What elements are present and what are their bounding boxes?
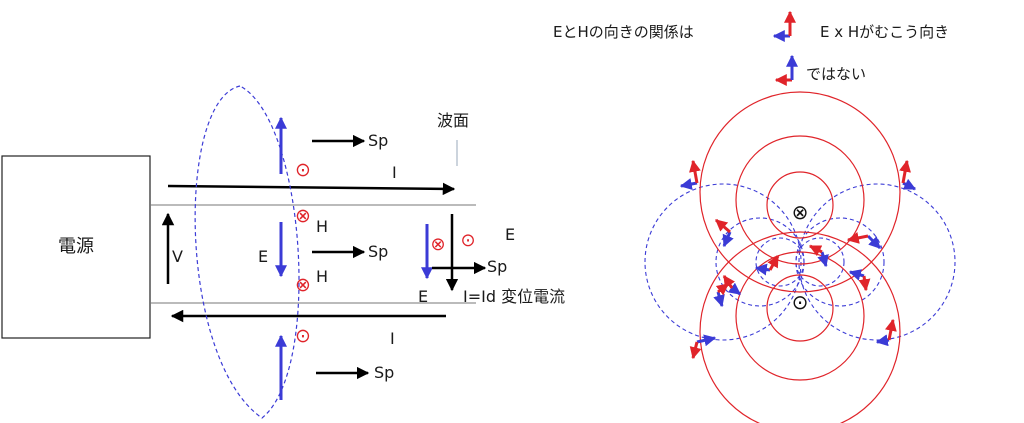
h-dot-lower: ⊙ <box>295 325 311 347</box>
wire-in-symbol: ⊗ <box>792 200 809 224</box>
magnetic-field-loop <box>194 85 300 419</box>
poynting-label-3: Sp <box>374 363 394 382</box>
field-pattern-diagram: ⊗ ⊙ <box>644 91 956 423</box>
poynting-label-2: Sp <box>368 242 388 261</box>
poynting-label-1: Sp <box>368 131 388 150</box>
e-label-middle: E <box>258 247 268 266</box>
h-field-lines <box>699 91 901 423</box>
transmission-line-diagram: 電源 V I I E ⊙ ⊗ H ⊗ H ⊙ Sp Sp Sp 波面 <box>1 85 565 419</box>
top-current-label: I <box>392 163 397 182</box>
front-h-dot: ⊙ <box>460 230 475 251</box>
legend-relation-text: EとHの向きの関係は <box>553 23 694 41</box>
front-e-label-bottom: E <box>418 287 428 306</box>
h-label-2: H <box>316 267 328 286</box>
front-poynting-label: Sp <box>487 257 507 276</box>
legend-ok-text: E x Hがむこう向き <box>820 23 949 41</box>
wire-out-symbol: ⊙ <box>792 290 809 314</box>
voltage-label: V <box>172 247 183 266</box>
bottom-current-label: I <box>390 329 395 348</box>
front-e-label-top: E <box>505 225 515 244</box>
power-source-label: 電源 <box>58 236 94 257</box>
h-cross-2: ⊗ <box>295 274 311 296</box>
h-label-1: H <box>316 217 328 236</box>
orientation-markers <box>679 159 917 360</box>
displacement-current-label: I=Id 変位電流 <box>463 287 565 306</box>
power-source-box <box>1 155 151 339</box>
top-current-arrow <box>167 182 456 196</box>
front-h-cross: ⊗ <box>430 234 445 255</box>
legend-not-text: ではない <box>806 65 866 83</box>
orientation-legend: EとHの向きの関係は E x Hがむこう向き ではない <box>553 10 949 86</box>
h-dot-upper: ⊙ <box>295 159 311 181</box>
wavefront-label: 波面 <box>437 111 469 130</box>
h-cross-1: ⊗ <box>295 205 311 227</box>
